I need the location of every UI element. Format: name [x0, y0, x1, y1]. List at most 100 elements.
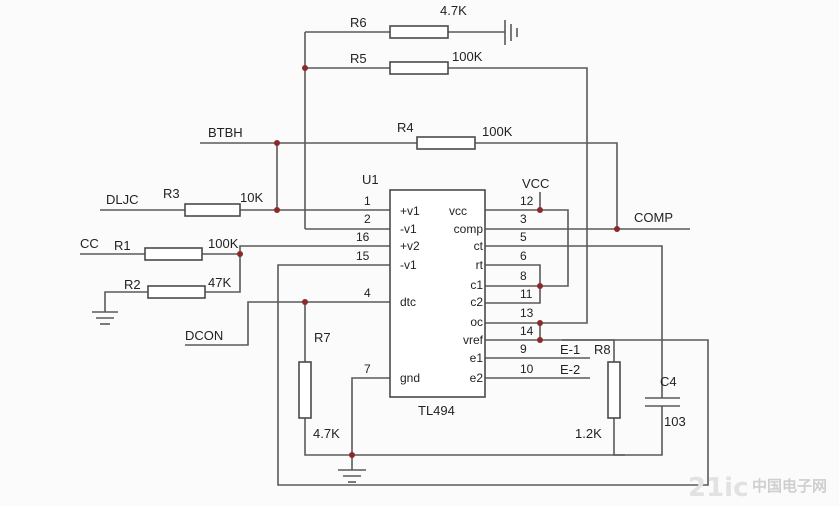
value-r6: 4.7K — [440, 3, 467, 18]
junction-dot — [537, 337, 543, 343]
label-r5: R5 — [350, 51, 367, 66]
ic-left-pins: 1 +v1 2 -v1 16 +v2 15 -v1 4 dtc 7 gnd — [356, 194, 420, 385]
net-label-cc: CC — [80, 236, 99, 251]
pin-name: c2 — [470, 295, 483, 309]
r8-bottom-wire — [613, 418, 625, 456]
pin-number: 10 — [520, 362, 534, 376]
capacitor-c4-icon — [645, 397, 680, 428]
pin-name: vref — [463, 333, 484, 347]
pin-number: 16 — [356, 230, 370, 244]
value-r8: 1.2K — [575, 426, 602, 441]
junction-dot — [274, 140, 280, 146]
label-r3: R3 — [163, 186, 180, 201]
resistor-r3 — [184, 203, 241, 217]
junction-dot — [302, 65, 308, 71]
watermark-logo: 21ic 中国电子网 — [688, 473, 827, 503]
ic-right-pins: vcc 12 comp 3 ct 5 rt 6 c1 8 c2 11 oc 13… — [449, 194, 534, 385]
value-r7: 4.7K — [313, 426, 340, 441]
pin-number: 5 — [520, 230, 527, 244]
label-u1: U1 — [362, 172, 379, 187]
label-r1: R1 — [114, 238, 131, 253]
pin-number: 12 — [520, 194, 534, 208]
pin-name: +v2 — [400, 239, 420, 253]
ground-symbol-r2-icon — [92, 311, 118, 325]
pin15-loop-wire — [277, 264, 709, 486]
pin-number: 3 — [520, 212, 527, 226]
pin-number: 9 — [520, 342, 527, 356]
net-label-dcon: DCON — [185, 328, 223, 343]
pin11-stub — [485, 286, 541, 304]
watermark-text: 21ic — [688, 473, 749, 503]
pin-name: vcc — [449, 204, 467, 218]
pin-number: 13 — [520, 306, 534, 320]
ground-symbol-r6-icon — [504, 20, 518, 45]
label-r2: R2 — [124, 277, 141, 292]
pin-name: -v1 — [400, 222, 417, 236]
r2-right-wire — [205, 254, 241, 293]
junction-dot — [349, 452, 355, 458]
value-r2: 47K — [208, 275, 231, 290]
r4-right-wire — [475, 142, 618, 229]
r1-to-pin16-wire — [202, 245, 390, 255]
resistor-r8 — [607, 361, 621, 419]
label-r4: R4 — [397, 120, 414, 135]
pin-name: ct — [474, 239, 484, 253]
resistor-r5 — [389, 61, 449, 75]
value-r3: 10K — [240, 190, 263, 205]
net-label-e1: E-1 — [560, 342, 580, 357]
label-chip: TL494 — [418, 403, 455, 418]
pin-number: 2 — [364, 212, 371, 226]
junction-dots — [237, 65, 620, 458]
resistor-r6 — [389, 25, 449, 39]
pin-name: c1 — [470, 278, 483, 292]
pin-number: 6 — [520, 249, 527, 263]
pin-name: dtc — [400, 295, 416, 309]
pin-name: comp — [454, 222, 484, 236]
junction-dot — [537, 283, 543, 289]
r8-top-wire — [562, 339, 615, 362]
value-r1: 100K — [208, 236, 239, 251]
pin-number: 11 — [520, 287, 533, 301]
junction-dot — [237, 251, 243, 257]
r5-right-wire — [448, 67, 588, 324]
label-r7: R7 — [314, 330, 331, 345]
pin-name: rt — [476, 258, 484, 272]
resistor-r1 — [144, 247, 203, 261]
resistor-r7 — [298, 361, 312, 419]
label-r8: R8 — [594, 342, 611, 357]
value-c4: 103 — [664, 414, 686, 429]
pin-name: gnd — [400, 371, 420, 385]
vcc-to-c1-wire — [540, 209, 569, 287]
net-label-e2: E-2 — [560, 362, 580, 377]
pin-number: 15 — [356, 249, 370, 263]
label-c4: C4 — [660, 374, 677, 389]
pin-name: e2 — [470, 371, 484, 385]
junction-dot — [537, 320, 543, 326]
resistor-r2 — [147, 285, 206, 299]
junction-dot — [274, 207, 280, 213]
value-r4: 100K — [482, 124, 513, 139]
net-label-btbh: BTBH — [208, 125, 243, 140]
pin-name: +v1 — [400, 204, 420, 218]
ground-symbol-main-icon — [338, 469, 366, 483]
ic-tl494-body — [389, 189, 486, 398]
pin-name: -v1 — [400, 258, 417, 272]
label-r6: R6 — [350, 15, 367, 30]
pin7-gnd-wire — [351, 377, 390, 455]
pin-number: 4 — [364, 286, 371, 300]
dcon-wire — [185, 301, 390, 346]
ground-bus-wire — [304, 418, 625, 456]
net-label-dljc: DLJC — [106, 192, 139, 207]
junction-dot — [302, 299, 308, 305]
watermark-subtext: 中国电子网 — [752, 477, 827, 495]
net-label-comp: COMP — [634, 210, 673, 225]
r2-left-wire — [104, 291, 148, 312]
pin-number: 7 — [364, 362, 371, 376]
junction-dot — [537, 207, 543, 213]
pin-number: 8 — [520, 269, 527, 283]
junction-dot — [614, 226, 620, 232]
pin-name: oc — [470, 315, 483, 329]
pin-number: 1 — [364, 194, 371, 208]
c4-bottom-wire — [625, 428, 663, 456]
